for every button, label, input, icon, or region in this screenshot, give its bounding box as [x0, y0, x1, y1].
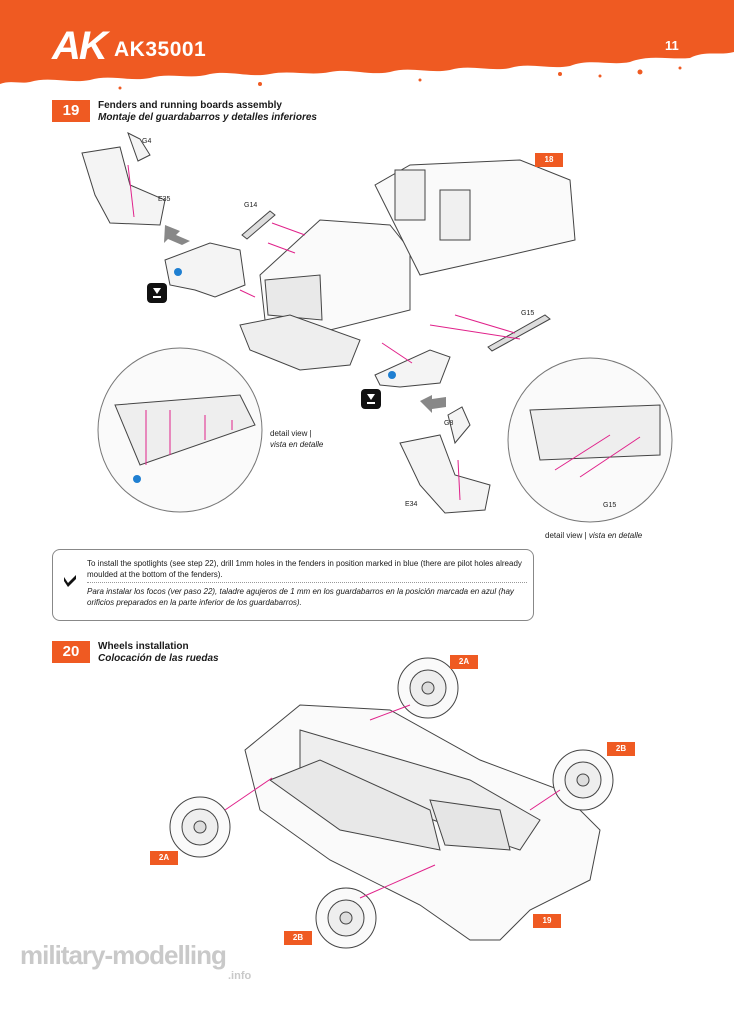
- step-20-illustration: [169, 657, 614, 949]
- detail-view-caption-left-es: vista en detalle: [270, 440, 324, 449]
- detail-view-caption-right-es: vista en detalle: [588, 531, 643, 540]
- step-19-title-es: Montaje del guardabarros y detalles infe…: [98, 112, 317, 123]
- header-splash-background: [0, 0, 734, 90]
- step-20-title-es: Colocación de las ruedas: [98, 653, 219, 664]
- watermark-text: military-modelling: [20, 940, 227, 970]
- ref-badge-2b-bottom: 2B: [284, 931, 312, 945]
- product-code: AK35001: [114, 38, 207, 61]
- ref-badge-18: 18: [535, 153, 563, 167]
- part-label-g15-detail: G15: [603, 502, 617, 509]
- note-text-es: Para instalar los focos (ver paso 22), t…: [87, 587, 514, 607]
- checkmark-icon: [64, 575, 76, 587]
- ref-badge-2b-right: 2B: [607, 742, 635, 756]
- detail-view-caption-right: detail view | vista en detalle: [545, 530, 642, 541]
- page-number: 11: [665, 38, 679, 53]
- step-19-title: Fenders and running boards assembly Mont…: [98, 100, 317, 124]
- part-label-g15: G15: [521, 310, 535, 317]
- step-19-illustration: [81, 131, 673, 523]
- drill-down-icon-2: [361, 389, 381, 409]
- ref-badge-19: 19: [533, 914, 561, 928]
- drill-down-icon: [147, 283, 167, 303]
- note-text-en: To install the spotlights (see step 22),…: [87, 559, 522, 579]
- ref-badge-2a-left: 2A: [150, 851, 178, 865]
- part-label-e35: E35: [158, 196, 171, 203]
- part-label-e34: E34: [405, 501, 418, 508]
- watermark-suffix: .info: [228, 970, 252, 982]
- page-header: AK AK35001 11: [0, 0, 734, 90]
- step-20-title-en: Wheels installation: [98, 641, 189, 652]
- step-19-title-en: Fenders and running boards assembly: [98, 100, 282, 111]
- instruction-note: To install the spotlights (see step 22),…: [52, 549, 534, 621]
- part-label-g4: G4: [142, 138, 152, 145]
- detail-view-caption-left: detail view | vista en detalle: [270, 428, 323, 450]
- part-label-g8: G8: [444, 420, 454, 427]
- ref-badge-2a-top: 2A: [450, 655, 478, 669]
- step-20-title: Wheels installation Colocación de las ru…: [98, 641, 219, 665]
- step-19-badge: 19: [52, 100, 90, 122]
- note-divider: [87, 582, 527, 583]
- part-label-g14: G14: [244, 202, 258, 209]
- detail-view-caption-right-en: detail view |: [545, 531, 587, 540]
- detail-view-caption-left-en: detail view |: [270, 429, 312, 438]
- step-20-badge: 20: [52, 641, 90, 663]
- brand-logo: AK: [52, 24, 108, 68]
